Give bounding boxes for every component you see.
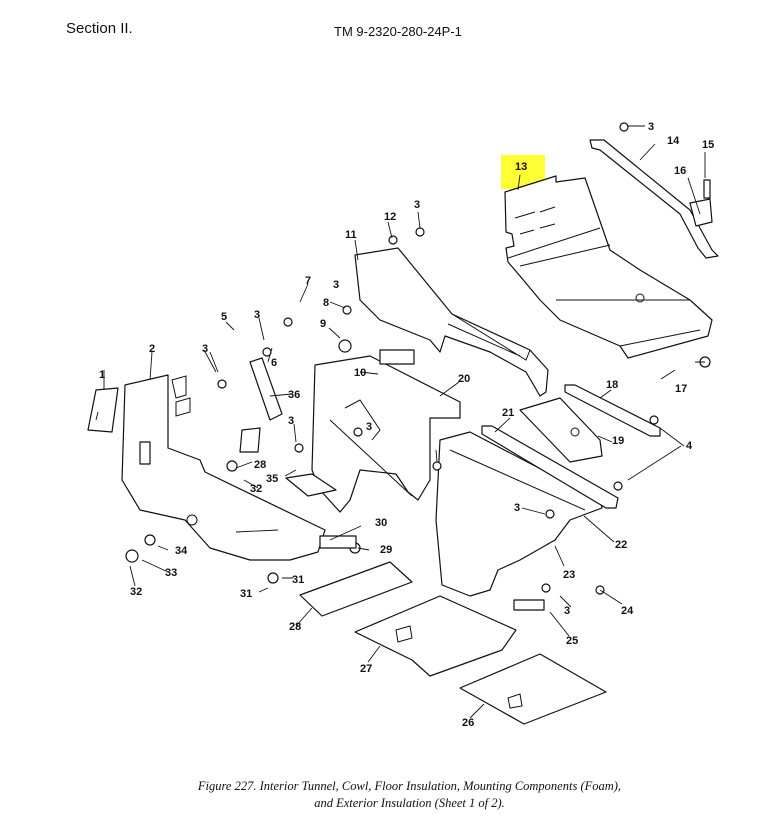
label-3f: 3 — [288, 415, 294, 427]
label-21: 22 — [615, 539, 627, 551]
label-17: 18 — [606, 379, 618, 391]
label-31b: 32 — [130, 586, 142, 598]
part-12-panel — [504, 175, 713, 359]
label-25: 26 — [462, 717, 474, 729]
label-5: 6 — [271, 357, 277, 369]
label-23: 24 — [621, 605, 634, 617]
part-26-insulation — [354, 595, 517, 677]
label-3d: 3 — [414, 199, 420, 211]
part-1-bracket — [87, 387, 119, 433]
label-13: 14 — [667, 135, 680, 147]
tm-number: TM 9-2320-280-24P-1 — [334, 24, 462, 39]
label-12: 13 — [515, 161, 527, 173]
label-31a: 31 — [240, 588, 252, 600]
label-33: 34 — [175, 545, 188, 557]
label-3e: 3 — [648, 121, 654, 133]
label-19: 20 — [458, 373, 470, 385]
section-label: Section II. — [66, 20, 133, 37]
label-15: 16 — [674, 165, 686, 177]
part-10-tunnel-cover — [354, 247, 549, 397]
label-7: 8 — [323, 297, 329, 309]
label-22: 23 — [563, 569, 575, 581]
part-25-insulation — [459, 653, 607, 725]
label-28a: 28 — [254, 459, 266, 471]
label-10: 11 — [345, 229, 357, 241]
label-34: 35 — [266, 473, 278, 485]
label-3i: 3 — [564, 605, 570, 617]
label-3a: 3 — [202, 343, 208, 355]
part-27-insulation — [299, 561, 413, 617]
label-18: 19 — [612, 435, 624, 447]
label-4: 5 — [221, 311, 227, 323]
label-3h: 3 — [514, 502, 520, 514]
label-3j: 4 — [686, 440, 693, 452]
label-27: 28 — [289, 621, 301, 633]
label-30: 31 — [292, 574, 304, 586]
label-3g: 3 — [366, 421, 372, 433]
label-3c: 3 — [333, 279, 339, 291]
label-8: 9 — [320, 318, 326, 330]
label-6: 7 — [305, 275, 311, 287]
leader-lines — [95, 125, 706, 719]
label-16: 17 — [675, 383, 687, 395]
callout-labels: 1 2 3 3 3 3 3 3 3 3 3 4 5 6 7 8 9 10 11 … — [99, 121, 714, 729]
label-9: 10 — [354, 367, 366, 379]
part-2-floor-left — [121, 374, 326, 561]
label-14: 15 — [702, 139, 714, 151]
hardware-bolts — [125, 122, 711, 611]
label-20: 21 — [502, 407, 514, 419]
figure-caption-line-1: Figure 227. Interior Tunnel, Cowl, Floor… — [197, 779, 622, 793]
label-3b: 3 — [254, 309, 260, 321]
label-26: 27 — [360, 663, 372, 675]
label-32a: 32 — [250, 483, 262, 495]
part-13-strap — [589, 139, 719, 259]
label-32b: 33 — [165, 567, 177, 579]
label-24: 25 — [566, 635, 578, 647]
label-28b: 29 — [380, 544, 392, 556]
label-35: 36 — [288, 389, 300, 401]
part-18-plate — [519, 397, 603, 463]
label-2: 2 — [149, 343, 155, 355]
label-11: 12 — [384, 211, 396, 223]
label-29: 30 — [375, 517, 387, 529]
figure-caption-line-2: and Exterior Insulation (Sheet 1 of 2). — [314, 796, 505, 810]
label-1: 1 — [99, 369, 105, 381]
